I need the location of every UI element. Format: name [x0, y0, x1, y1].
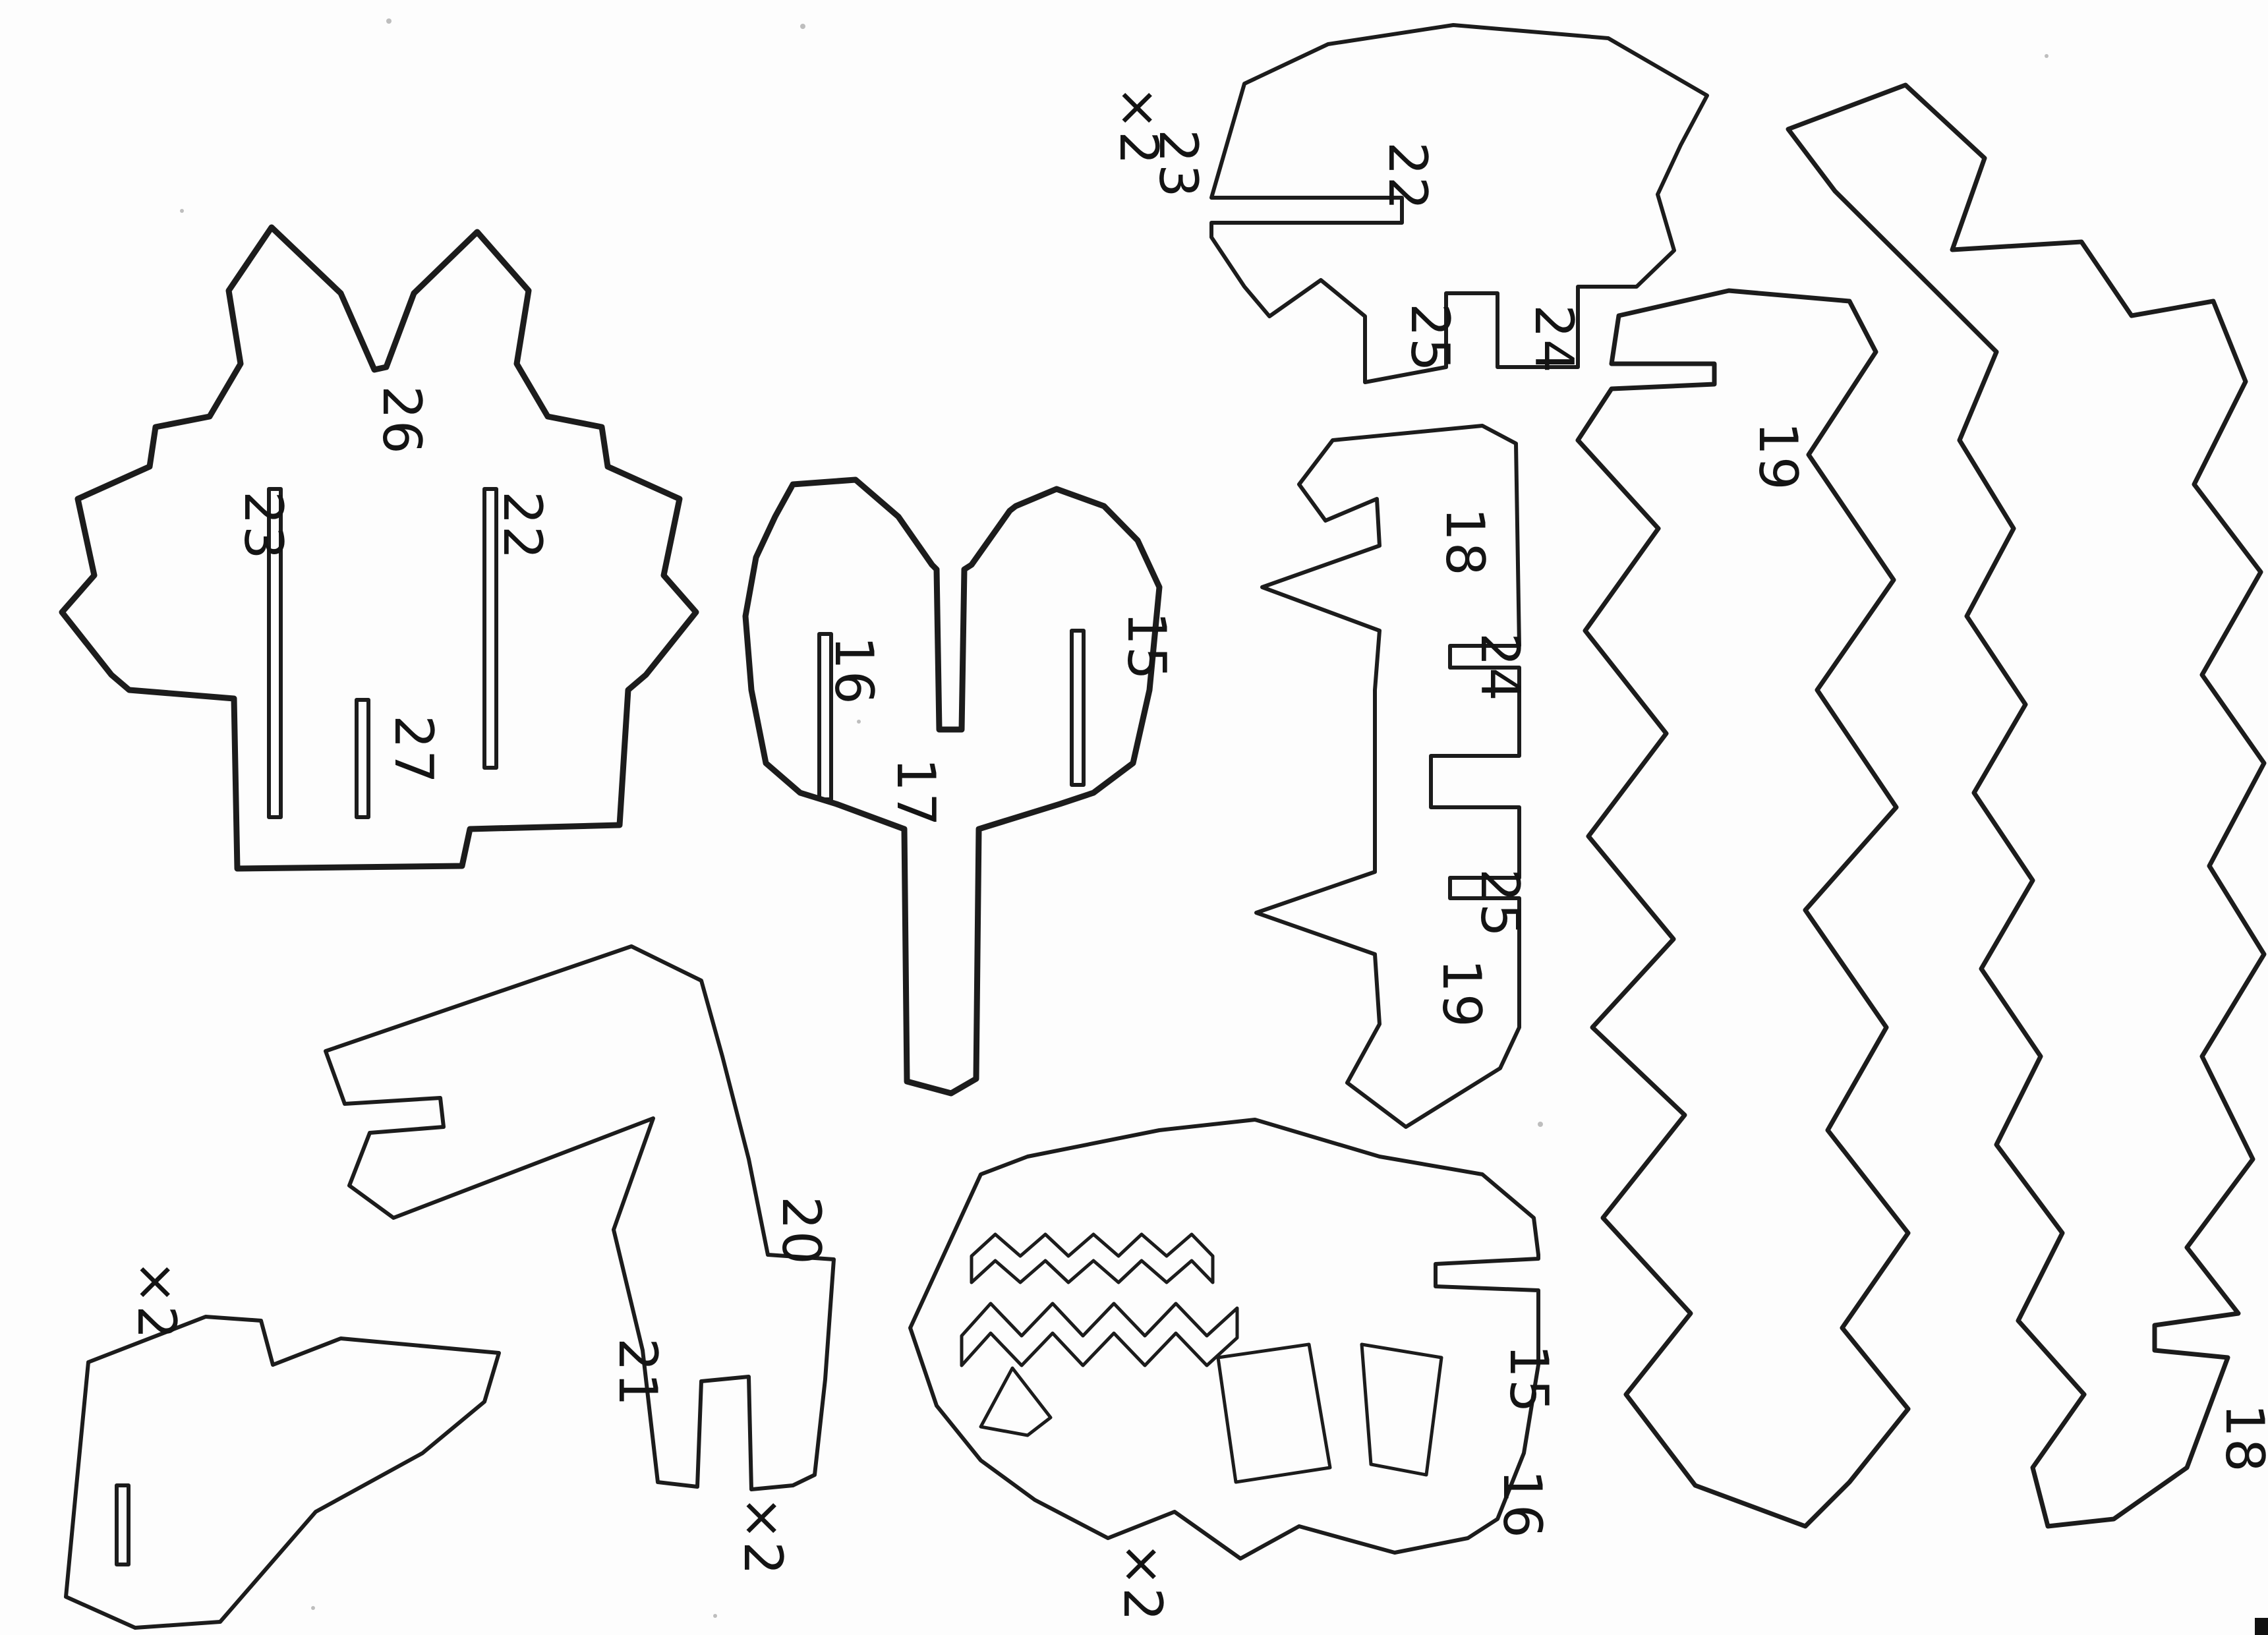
piece-zigzag-bottom-left [324, 944, 836, 1491]
strip-middle-outline [1254, 424, 1521, 1129]
piece-far-bottom-left [64, 1315, 501, 1630]
piece-bottom-center-zigzag-cutout-2 [960, 1302, 1239, 1367]
label-22-piece-top-left: 22 [492, 491, 553, 561]
piece-zigzag-outline [324, 944, 836, 1491]
piece-top [1209, 23, 1709, 384]
label-24-strip-middle: 24 [1469, 633, 1530, 703]
piece-bottom-center-triangle-cutout [979, 1366, 1053, 1437]
scan-speck [386, 18, 392, 24]
scan-speck [713, 1614, 717, 1618]
label-18-strip-middle: 18 [1434, 507, 1496, 577]
label-27-piece-top-left: 27 [383, 715, 444, 785]
label-21-piece-zigzag: 21 [607, 1338, 668, 1408]
piece-center-outline [742, 476, 1163, 1097]
piece-bottom-center-zigzag-cutout-1 [970, 1232, 1215, 1284]
piece-top-left-slit-23 [267, 487, 283, 819]
scan-edge-mark [2255, 1618, 2268, 1635]
label-x2-piece-top: ×2 [1108, 86, 1169, 166]
strip-center-right-outline [1575, 288, 1911, 1529]
strip-middle [1254, 424, 1521, 1129]
label-24-piece-top: 24 [1523, 304, 1585, 374]
label-x2-piece-bottom: ×2 [1112, 1542, 1173, 1622]
scan-noise [180, 18, 2268, 1635]
piece-top-outline [1209, 23, 1709, 384]
strip-far-right [1786, 82, 2267, 1529]
piece-top-left-outline [59, 224, 699, 872]
piece-bottom-center-outline [908, 1118, 1540, 1561]
label-16-piece-bottom: 16 [1492, 1470, 1553, 1539]
piece-top-left-slit-22 [482, 487, 498, 770]
scan-speck [1538, 1122, 1543, 1127]
label-25-piece-top: 25 [1399, 303, 1461, 373]
label-17-piece-center: 17 [885, 758, 946, 828]
piece-far-bottom-left-slit [115, 1483, 131, 1566]
label-22-piece-top: 22 [1377, 142, 1438, 212]
strip-far-right-outline [1786, 82, 2267, 1529]
label-23-piece-top: 23 [1148, 129, 1209, 199]
label-19-strip-middle: 19 [1431, 959, 1492, 1029]
scan-speck [311, 1606, 315, 1610]
label-x2-piece-zigzag: ×2 [732, 1496, 794, 1576]
label-15-piece-center: 15 [1116, 612, 1177, 681]
piece-center [742, 476, 1163, 1097]
piece-far-bottom-left-outline [64, 1315, 501, 1630]
label-16-piece-center: 16 [823, 636, 885, 706]
piece-center-slit-15 [1070, 629, 1086, 787]
label-23-piece-top-left: 23 [233, 491, 294, 561]
scan-speck [180, 209, 184, 213]
piece-bottom-center-quad-cutout-2 [1360, 1342, 1443, 1477]
piece-bottom-center [908, 1118, 1540, 1561]
label-26-piece-top-left: 26 [371, 386, 432, 455]
piece-top-left-slit-27 [355, 698, 370, 819]
strip-center-right [1575, 288, 1911, 1529]
label-18-strip-far-right: 18 [2214, 1404, 2268, 1474]
label-x2-piece-far-left: ×2 [126, 1260, 187, 1340]
label-25-strip-middle: 25 [1469, 869, 1530, 938]
scan-speck [857, 720, 861, 724]
scan-speck [2045, 54, 2049, 58]
piece-bottom-center-quad-cutout-1 [1216, 1342, 1332, 1484]
label-19-strip-center: 19 [1747, 422, 1809, 492]
piece-center-slit-16 [817, 632, 833, 801]
label-15-piece-bottom: 15 [1498, 1344, 1559, 1414]
piece-top-left [59, 224, 699, 872]
label-20-piece-zigzag: 20 [771, 1196, 832, 1266]
piece-labels: 26 23 22 27 16 15 17 ×2 23 22 25 24 19 1… [126, 86, 2268, 1622]
scan-speck [800, 24, 805, 29]
